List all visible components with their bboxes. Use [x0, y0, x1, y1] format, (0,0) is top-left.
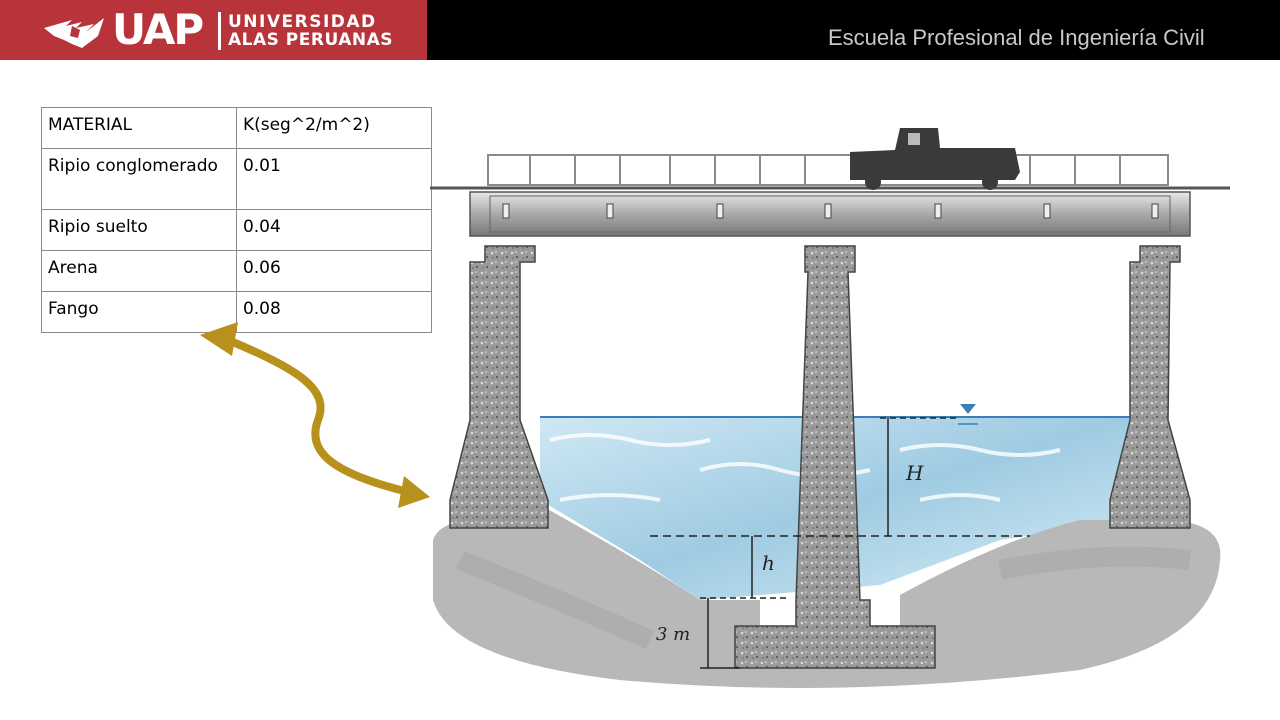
cell-k: 0.06 [235, 250, 433, 292]
cell-material: Ripio suelto [41, 209, 237, 251]
logo-name-text: ALAS PERUANAS [228, 30, 394, 50]
table-row: Fango 0.08 [41, 291, 433, 333]
logo-acronym: UAP [112, 5, 204, 54]
cell-material: Ripio conglomerado [41, 148, 237, 210]
cell-k: 0.01 [235, 148, 433, 210]
truck-icon [850, 128, 1020, 190]
height-H-label: H [905, 461, 924, 485]
university-logo: UAP UNIVERSIDAD ALAS PERUANAS [0, 0, 427, 60]
cell-k: 0.04 [235, 209, 433, 251]
double-arrow-icon [200, 322, 430, 508]
table-row: Arena 0.06 [41, 250, 433, 292]
materials-table: MATERIAL K(seg^2/m^2) Ripio conglomerado… [41, 107, 433, 333]
header-k: K(seg^2/m^2) [235, 107, 433, 149]
table-row: Ripio conglomerado 0.01 [41, 148, 433, 210]
eagle-emblem-icon [44, 18, 104, 48]
header-material: MATERIAL [41, 107, 237, 149]
depth-label: 3 m [656, 624, 690, 645]
header-bar: UAP UNIVERSIDAD ALAS PERUANAS Escuela Pr… [0, 0, 1280, 60]
cell-material: Arena [41, 250, 237, 292]
table-header-row: MATERIAL K(seg^2/m^2) [41, 107, 433, 149]
cell-material: Fango [41, 291, 237, 333]
bridge-diagram: H h 3 m [430, 128, 1230, 688]
cell-k: 0.08 [235, 291, 433, 333]
height-h-label: h [762, 551, 775, 575]
school-title: Escuela Profesional de Ingeniería Civil [828, 25, 1205, 50]
logo-divider [218, 12, 221, 50]
logo-university-text: UNIVERSIDAD [228, 12, 377, 32]
table-row: Ripio suelto 0.04 [41, 209, 433, 251]
